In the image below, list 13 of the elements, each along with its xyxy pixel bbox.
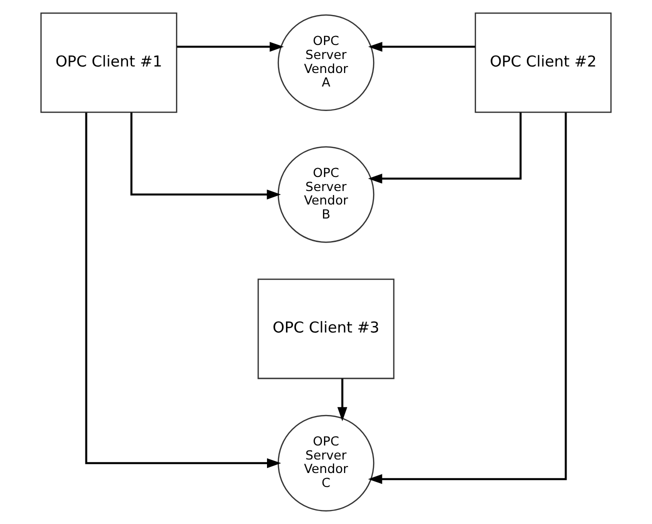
arrow xyxy=(368,112,567,484)
arrow xyxy=(337,378,348,422)
node-circle: OPC Server Vendor A xyxy=(278,14,374,112)
arrow xyxy=(85,112,282,468)
arrow xyxy=(368,112,522,184)
node-box: OPC Client #1 xyxy=(40,12,178,113)
arrow xyxy=(176,42,284,52)
node-box: OPC Client #2 xyxy=(474,12,612,113)
arrow xyxy=(368,42,476,52)
node-circle: OPC Server Vendor B xyxy=(278,146,374,243)
arrow xyxy=(130,112,281,200)
node-circle: OPC Server Vendor C xyxy=(278,414,374,512)
node-box: OPC Client #3 xyxy=(258,278,394,380)
